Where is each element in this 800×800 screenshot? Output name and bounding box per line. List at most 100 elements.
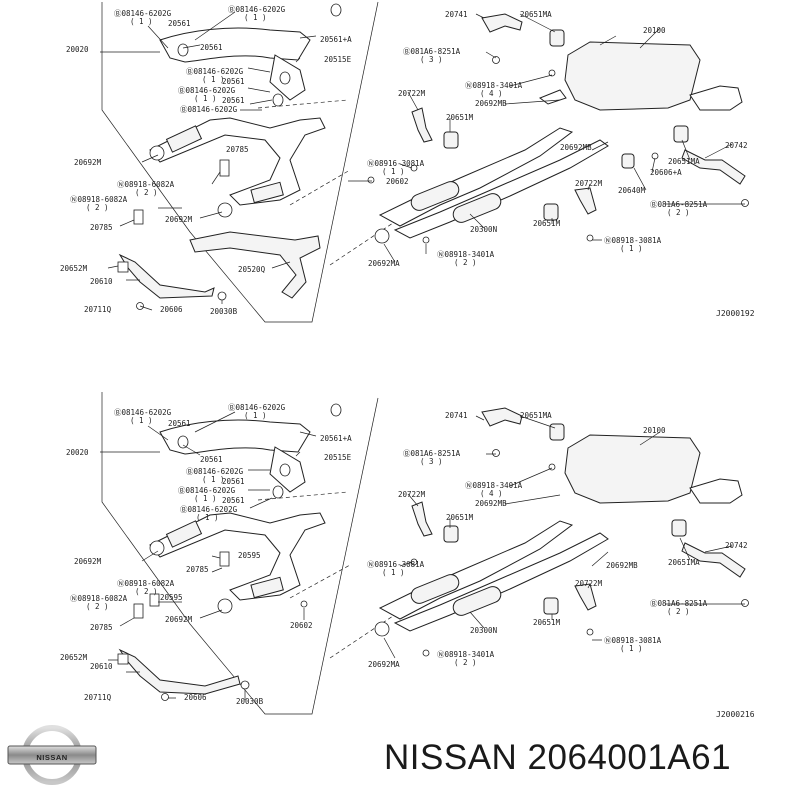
callout-20651ma: 20651MA [668,157,700,166]
gasket-20561-icon [272,485,284,499]
gasket-20561-icon [279,71,291,85]
callout-20640m: 20640M [618,186,646,195]
bracket-20741 [481,407,523,427]
callout-20561-a: 20561+A [320,35,352,44]
bracket-20711q [118,253,215,299]
flange-20692ma-icon [374,621,390,637]
resonator-right-icon [452,586,502,616]
callout-081a6-8251a: Ⓑ081A6-8251A [650,200,708,209]
callout-08918-3401a: Ⓝ08918-3401A [437,250,495,259]
bracket-20722m-icon [411,501,433,537]
bracket-20722m-icon [411,107,433,143]
callout-qty: ( 3 ) [420,55,443,64]
callout-qty: ( 2 ) [454,258,477,267]
callout-qty: ( 1 ) [202,75,225,84]
bolt-icon [492,56,500,64]
callout-20300n: 20300N [470,225,497,234]
callout-08918-3081a: Ⓝ08918-3081A [604,236,662,245]
diagram-code: J2000216 [716,710,755,719]
callout-20692m: 20692M [165,215,193,224]
rubber-mount-20640m-icon [621,153,635,169]
callout-20515e: 20515E [324,453,352,462]
rubber-mount-20651ma-icon [549,423,565,441]
bracket-20595b-icon [149,593,160,607]
flange-icon [149,145,165,161]
callout-20606: 20606 [184,693,207,702]
callout-20595: 20595 [238,551,261,560]
callout-08918-6082a: Ⓝ08918-6082A [70,594,128,603]
callout-qty: ( 1 ) [244,13,267,22]
callout-20561: 20561 [168,19,191,28]
diagram-bottom: 20020 Ⓑ08146-6202G ( 1 ) 20561 Ⓑ08146-62… [60,392,755,719]
bolt-icon [741,599,749,607]
bracket-20785-icon [219,159,230,177]
rubber-mount-20651m-icon [443,525,459,543]
mount-20652m-icon [117,653,129,665]
callout-20300n: 20300N [470,626,497,635]
callout-20785: 20785 [226,145,249,154]
callout-20722m: 20722M [398,490,426,499]
callout-20651ma: 20651MA [668,558,700,567]
nut-icon [586,234,594,242]
callout-08916-3081a: Ⓝ08916-3081A [367,159,425,168]
callout-qty: ( 2 ) [135,587,158,596]
callout-20595: 20595 [160,593,183,602]
bracket-20741 [481,13,523,33]
nut-icon [422,649,430,657]
front-panel-frame [101,392,379,715]
rubber-mount-20651m-icon [543,597,559,615]
callout-qty: ( 2 ) [667,607,690,616]
callout-20742: 20742 [725,541,748,550]
callout-qty: ( 2 ) [135,188,158,197]
flange-icon [217,598,233,614]
callout-20711q: 20711Q [84,305,112,314]
callout-08146-6202g: Ⓑ08146-6202G [180,105,238,114]
callout-20602: 20602 [290,621,313,630]
callout-20020: 20020 [66,448,89,457]
flange-icon [149,540,165,556]
callout-20652m: 20652M [60,653,88,662]
callout-20692mb: 20692MB [475,499,507,508]
callout-08146-6202g: Ⓑ08146-6202G [178,86,236,95]
bolt-icon [741,199,749,207]
bracket-20722m-b-icon [574,187,597,215]
callout-20785: 20785 [90,623,113,632]
main-muffler-20100 [564,41,701,111]
flange-20692ma-icon [374,228,390,244]
resonator-right-icon [452,193,502,223]
gasket-20561-icon [272,93,284,107]
callout-081a6-8251a: Ⓑ081A6-8251A [403,47,461,56]
callout-20561: 20561 [222,77,245,86]
callout-20652m: 20652M [60,264,88,273]
gasket-20561-icon [279,463,291,477]
callout-08918-6082a: Ⓝ08918-6082A [117,180,175,189]
callout-qty: ( 1 ) [194,494,217,503]
callout-qty: ( 1 ) [130,416,153,425]
callout-20561: 20561 [168,419,191,428]
mount-20652m-icon [117,261,129,273]
callout-20692m: 20692M [74,557,102,566]
rubber-mount-20651ma-icon [673,125,689,143]
callout-08916-3081a: Ⓝ08916-3081A [367,560,425,569]
bolt-icon [492,449,500,457]
front-tube-upper [159,27,311,63]
callout-081a6-8251a: Ⓑ081A6-8251A [650,599,708,608]
callout-08146-6202g: Ⓑ08146-6202G [114,408,172,417]
callout-08918-3401a: Ⓝ08918-3401A [465,81,523,90]
bolt-20606-icon [161,693,169,701]
rubber-mount-20651ma-icon [671,519,687,537]
heat-shield-20520q [189,231,321,299]
callout-20741: 20741 [445,411,468,420]
tailpipe-icon [689,85,743,111]
front-center-pipe [149,117,326,206]
callout-20722m: 20722M [398,89,426,98]
rubber-mount-20651m-icon [543,203,559,221]
callout-20651ma: 20651MA [520,10,552,19]
bracket-20785-icon [133,603,144,619]
nut-icon [300,600,308,608]
leader-lines [100,411,745,700]
callout-qty: ( 1 ) [382,568,405,577]
callout-08146-6202g: Ⓑ08146-6202G [186,467,244,476]
callout-qty: ( 3 ) [420,457,443,466]
